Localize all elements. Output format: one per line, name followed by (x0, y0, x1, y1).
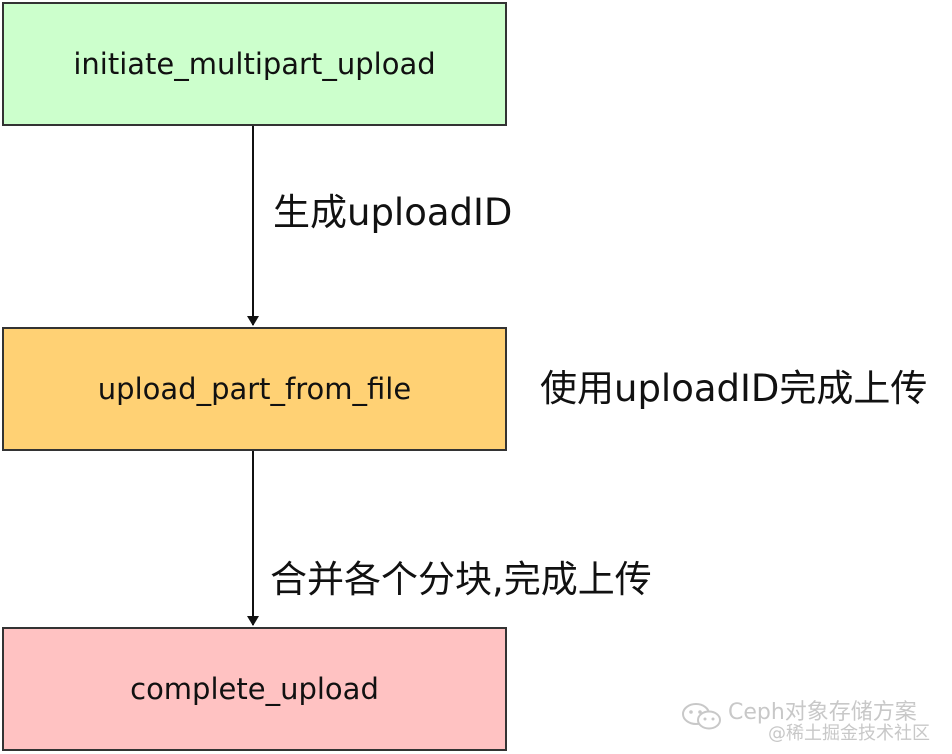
side-label-use-uploadid: 使用uploadID完成上传 (540, 367, 928, 410)
edge-label-merge-parts: 合并各个分块,完成上传 (270, 558, 652, 601)
watermark-account-name: Ceph对象存储方案 (728, 700, 917, 725)
node-complete-upload: complete_upload (2, 627, 507, 751)
node-initiate-multipart-upload: initiate_multipart_upload (2, 2, 507, 126)
edge-label-generate-uploadid: 生成uploadID (273, 191, 513, 234)
node-initiate-label: initiate_multipart_upload (73, 47, 436, 81)
watermark: Ceph对象存储方案 @稀土掘金技术社区 (680, 697, 950, 753)
node-upload-part-from-file: upload_part_from_file (2, 327, 507, 451)
node-upload-label: upload_part_from_file (97, 372, 412, 406)
watermark-source: @稀土掘金技术社区 (768, 723, 930, 744)
wechat-icon (682, 703, 721, 730)
node-complete-label: complete_upload (130, 672, 379, 706)
